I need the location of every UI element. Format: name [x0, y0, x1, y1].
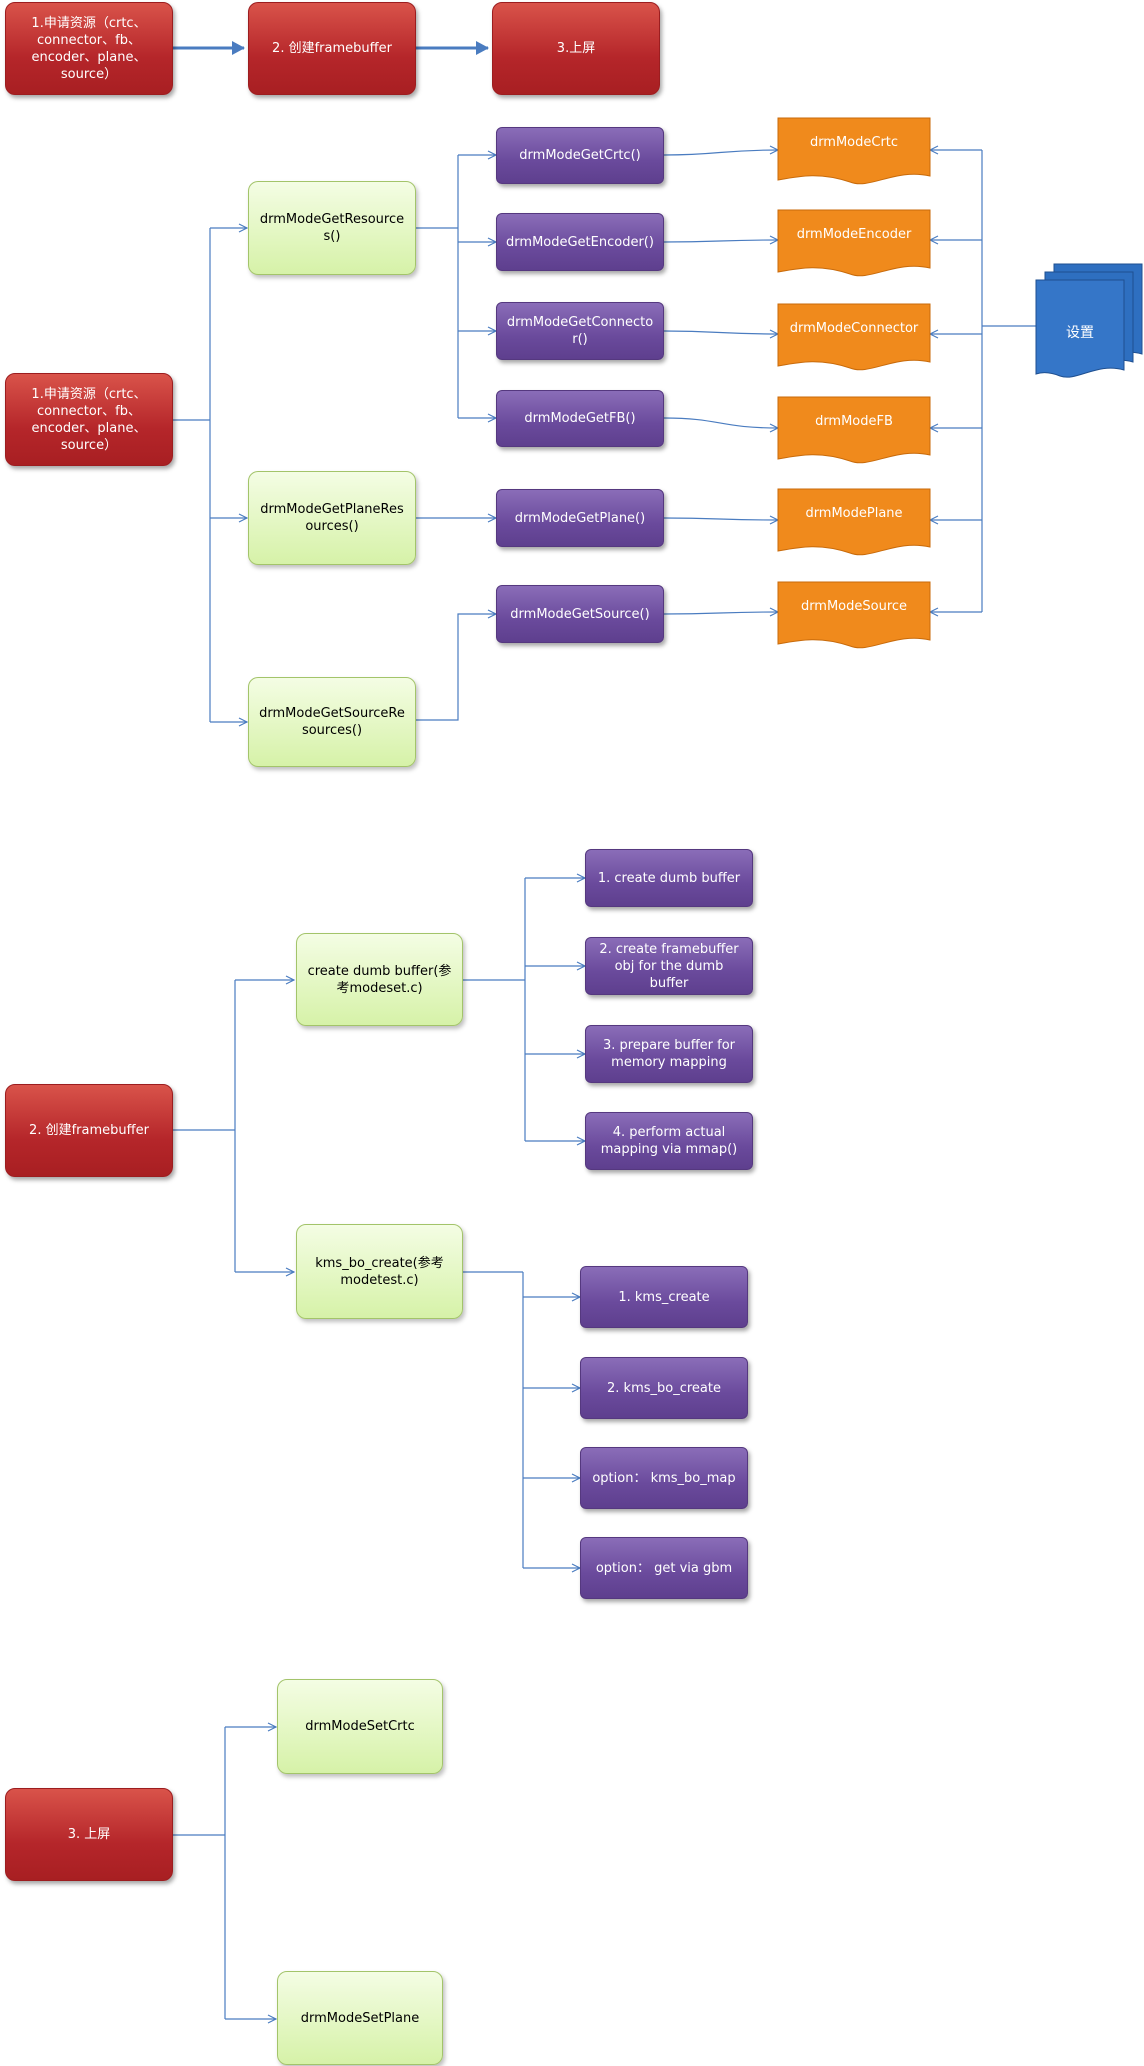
get-crtc-node[interactable]: drmModeGetCrtc() — [496, 127, 664, 184]
conn-get-to-mode-plane — [663, 518, 778, 520]
conn-fb-root-trunk — [173, 980, 236, 1272]
conn-dumb-trunk — [463, 878, 526, 1141]
conn-get-to-mode-fb — [663, 417, 778, 428]
conn-get-to-mode-source — [663, 612, 778, 614]
conn-settings-trunk — [981, 150, 1036, 612]
mode-fb-label[interactable]: drmModeFB — [815, 414, 893, 429]
flow-step-display[interactable]: 3.上屏 — [492, 2, 660, 95]
dumb-step-1-node[interactable]: 1. create dumb buffer — [585, 849, 753, 907]
mode-fb-shape — [777, 396, 931, 464]
mode-source-shape — [777, 581, 931, 649]
conn-get-to-mode-encoder — [663, 240, 778, 242]
resources-root-node[interactable]: 1.申请资源（crtc、 connector、fb、 encoder、plane… — [5, 373, 173, 466]
flow-step-request-resources[interactable]: 1.申请资源（crtc、 connector、fb、 encoder、plane… — [5, 2, 173, 95]
mode-connector-label[interactable]: drmModeConnector — [789, 321, 919, 336]
conn-resources-trunk — [416, 155, 459, 418]
get-fb-node[interactable]: drmModeGetFB() — [496, 390, 664, 447]
conn-to-get-source — [416, 614, 496, 721]
mode-encoder-shape — [777, 209, 931, 277]
mode-encoder-label[interactable]: drmModeEncoder — [796, 227, 912, 242]
display-root-node[interactable]: 3. 上屏 — [5, 1788, 173, 1881]
get-source-resources-node[interactable]: drmModeGetSourceRe sources() — [248, 677, 416, 767]
create-dumb-buffer-node[interactable]: create dumb buffer(参 考modeset.c) — [296, 933, 463, 1026]
dumb-step-4-node[interactable]: 4. perform actual mapping via mmap() — [585, 1112, 753, 1170]
kms-step-1-node[interactable]: 1. kms_create — [580, 1266, 748, 1328]
get-plane-resources-node[interactable]: drmModeGetPlaneRes ources() — [248, 471, 416, 565]
framebuffer-root-node[interactable]: 2. 创建framebuffer — [5, 1084, 173, 1177]
settings-label[interactable]: 设置 — [1066, 325, 1094, 341]
conn-root-trunk — [173, 228, 211, 722]
get-connector-node[interactable]: drmModeGetConnecto r() — [496, 302, 664, 360]
kms-step-4-node[interactable]: option： get via gbm — [580, 1537, 748, 1599]
flow-step-create-framebuffer[interactable]: 2. 创建framebuffer — [248, 2, 416, 95]
kms-bo-create-node[interactable]: kms_bo_create(参考 modetest.c) — [296, 1224, 463, 1319]
conn-get-to-mode-crtc — [663, 150, 778, 156]
kms-step-2-node[interactable]: 2. kms_bo_create — [580, 1357, 748, 1419]
get-plane-node[interactable]: drmModeGetPlane() — [496, 489, 664, 547]
mode-crtc-shape — [777, 117, 931, 185]
dumb-step-2-node[interactable]: 2. create framebuffer obj for the dumb b… — [585, 937, 753, 995]
kms-step-3-node[interactable]: option： kms_bo_map — [580, 1447, 748, 1509]
settings-doc-icon — [1035, 263, 1143, 378]
set-crtc-node[interactable]: drmModeSetCrtc — [277, 1679, 443, 1774]
dumb-step-3-node[interactable]: 3. prepare buffer for memory mapping — [585, 1025, 753, 1083]
get-encoder-node[interactable]: drmModeGetEncoder() — [496, 213, 664, 271]
mode-connector-shape — [777, 303, 931, 371]
set-plane-node[interactable]: drmModeSetPlane — [277, 1971, 443, 2065]
mode-crtc-label[interactable]: drmModeCrtc — [809, 135, 899, 150]
get-resources-node[interactable]: drmModeGetResource s() — [248, 181, 416, 275]
mode-plane-label[interactable]: drmModePlane — [805, 506, 903, 521]
orange-shapes — [777, 117, 931, 649]
conn-get-to-mode-connector — [663, 331, 778, 334]
mode-plane-shape — [777, 488, 931, 556]
conn-kms-trunk — [463, 1271, 524, 1568]
conn-display-trunk — [173, 1727, 226, 2019]
get-source-node[interactable]: drmModeGetSource() — [496, 585, 664, 643]
mode-source-label[interactable]: drmModeSource — [800, 599, 908, 614]
